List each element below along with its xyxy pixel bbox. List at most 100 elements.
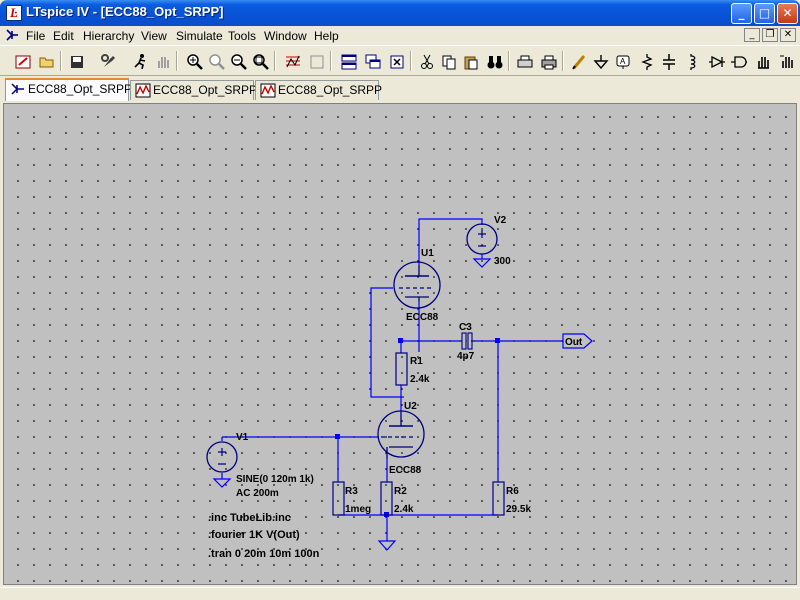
tab-waveform-2[interactable]: ECC88_Opt_SRPP <box>255 80 382 100</box>
document-tab-bar: ECC88_Opt_SRPP ECC88_Opt_SRPP ECC88_Opt_… <box>0 77 800 101</box>
run-icon[interactable] <box>130 51 152 73</box>
mdi-minimize-button[interactable]: _ <box>744 28 760 42</box>
v1-name-label: V1 <box>236 432 249 443</box>
menu-edit[interactable]: Edit <box>53 29 74 43</box>
toolbar-separator <box>508 51 510 71</box>
schematic-drawing: V2 300 U1 ECC88 <box>206 215 593 560</box>
u2-model-label: ECC88 <box>389 465 422 476</box>
mdi-restore-button[interactable]: ❐ <box>762 28 778 42</box>
cut-icon[interactable] <box>416 51 438 73</box>
control-panel-icon[interactable] <box>98 51 120 73</box>
maximize-button[interactable]: □ <box>754 3 775 24</box>
toolbar-separator <box>562 51 564 71</box>
toolbar-separator <box>330 51 332 71</box>
c3-name-label: C3 <box>459 322 472 333</box>
print-icon[interactable] <box>538 51 560 73</box>
menu-simulate[interactable]: Simulate <box>176 29 223 43</box>
schematic-frame: V2 300 U1 ECC88 <box>0 101 800 587</box>
autorange-icon[interactable] <box>282 51 304 73</box>
draw-wire-icon[interactable] <box>568 51 590 73</box>
zoom-in-icon[interactable] <box>184 51 206 73</box>
r3-resistor[interactable] <box>332 481 345 516</box>
r3-name-label: R3 <box>345 486 358 497</box>
r1-resistor[interactable] <box>395 352 408 386</box>
tab-waveform-1[interactable]: ECC88_Opt_SRPP <box>130 80 258 100</box>
cascade-windows-icon[interactable] <box>362 51 384 73</box>
minimize-button[interactable]: _ <box>731 3 752 24</box>
resistor-icon[interactable] <box>636 51 658 73</box>
menu-hierarchy[interactable]: Hierarchy <box>83 29 135 43</box>
tab-schematic[interactable]: ECC88_Opt_SRPP <box>5 78 133 101</box>
u1-triode[interactable] <box>393 261 441 309</box>
waveform-tab-icon <box>260 83 276 98</box>
mdi-close-button[interactable]: ✕ <box>780 28 796 42</box>
v1-voltage-source[interactable] <box>206 441 238 488</box>
close-button[interactable]: ✕ <box>777 3 798 24</box>
r6-name-label: R6 <box>506 486 519 497</box>
toolbar-separator <box>274 51 276 71</box>
spice-directive-fourier[interactable]: .fourier 1K V(Out) <box>208 529 300 541</box>
move-hand-icon[interactable] <box>752 51 774 73</box>
close-windows-icon[interactable] <box>386 51 408 73</box>
find-binoculars-icon[interactable] <box>484 51 506 73</box>
zoom-fit-icon[interactable] <box>250 51 272 73</box>
r2-value-label: 2.4k <box>394 504 414 515</box>
waveform-tab-icon <box>135 83 151 98</box>
diode-icon[interactable] <box>706 51 728 73</box>
inductor-icon[interactable] <box>680 51 702 73</box>
ground-icon[interactable] <box>590 51 612 73</box>
v2-name-label: V2 <box>494 215 507 226</box>
svg-text:A: A <box>620 57 626 66</box>
ground-symbol[interactable] <box>377 540 397 551</box>
r6-resistor[interactable] <box>492 481 505 516</box>
u1-name-label: U1 <box>421 248 434 259</box>
menu-help[interactable]: Help <box>314 29 339 43</box>
ltspice-app-icon[interactable]: Ŀ <box>6 5 22 21</box>
menu-bar: File Edit Hierarchy View Simulate Tools … <box>0 26 800 46</box>
halt-hand-icon[interactable] <box>152 51 174 73</box>
out-net-label: Out <box>565 337 583 348</box>
capacitor-icon[interactable] <box>658 51 680 73</box>
v1-value-label: SINE(0 120m 1k) <box>236 474 314 485</box>
r2-resistor[interactable] <box>380 481 393 516</box>
tab-label: ECC88_Opt_SRPP <box>153 83 258 97</box>
menu-tools[interactable]: Tools <box>228 29 257 43</box>
u2-name-label: U2 <box>404 401 417 412</box>
out-net-flag[interactable] <box>562 333 593 349</box>
component-icon[interactable] <box>728 51 750 73</box>
paste-icon[interactable] <box>460 51 482 73</box>
drag-hand-icon[interactable] <box>776 51 798 73</box>
schematic-doc-icon[interactable] <box>4 28 20 44</box>
r3-value-label: 1meg <box>345 504 371 515</box>
mark-icon[interactable] <box>306 51 328 73</box>
u2-triode[interactable] <box>377 410 425 459</box>
u1-model-label: ECC88 <box>406 312 439 323</box>
r2-name-label: R2 <box>394 486 407 497</box>
save-icon[interactable] <box>66 51 88 73</box>
v1-ac-label: AC 200m <box>236 488 279 499</box>
zoom-pan-icon[interactable] <box>206 51 228 73</box>
open-folder-icon[interactable] <box>36 51 58 73</box>
title-bar: Ŀ LTspice IV - [ECC88_Opt_SRPP] _ □ ✕ <box>0 0 800 26</box>
toolbar-separator <box>410 51 412 71</box>
toolbar-separator <box>60 51 62 71</box>
print-preview-icon[interactable] <box>514 51 536 73</box>
c3-value-label: 4p7 <box>457 351 475 362</box>
spice-directive-include[interactable]: .inc TubeLib.inc <box>208 512 291 524</box>
menu-window[interactable]: Window <box>264 29 307 43</box>
window-title: LTspice IV - [ECC88_Opt_SRPP] <box>26 4 224 19</box>
label-net-icon[interactable]: A <box>612 51 634 73</box>
zoom-out-icon[interactable] <box>228 51 250 73</box>
copy-icon[interactable] <box>438 51 460 73</box>
spice-directive-tran[interactable]: .tran 0 20m 10m 100n <box>208 548 320 560</box>
menu-view[interactable]: View <box>141 29 167 43</box>
c3-capacitor[interactable] <box>459 332 475 350</box>
menu-file[interactable]: File <box>26 29 46 43</box>
schematic-canvas[interactable]: V2 300 U1 ECC88 <box>3 103 797 585</box>
tab-label: ECC88_Opt_SRPP <box>28 82 133 96</box>
new-schematic-icon[interactable] <box>12 51 34 73</box>
v2-voltage-source[interactable] <box>466 223 498 268</box>
tile-windows-icon[interactable] <box>338 51 360 73</box>
v2-value-label: 300 <box>494 256 511 267</box>
